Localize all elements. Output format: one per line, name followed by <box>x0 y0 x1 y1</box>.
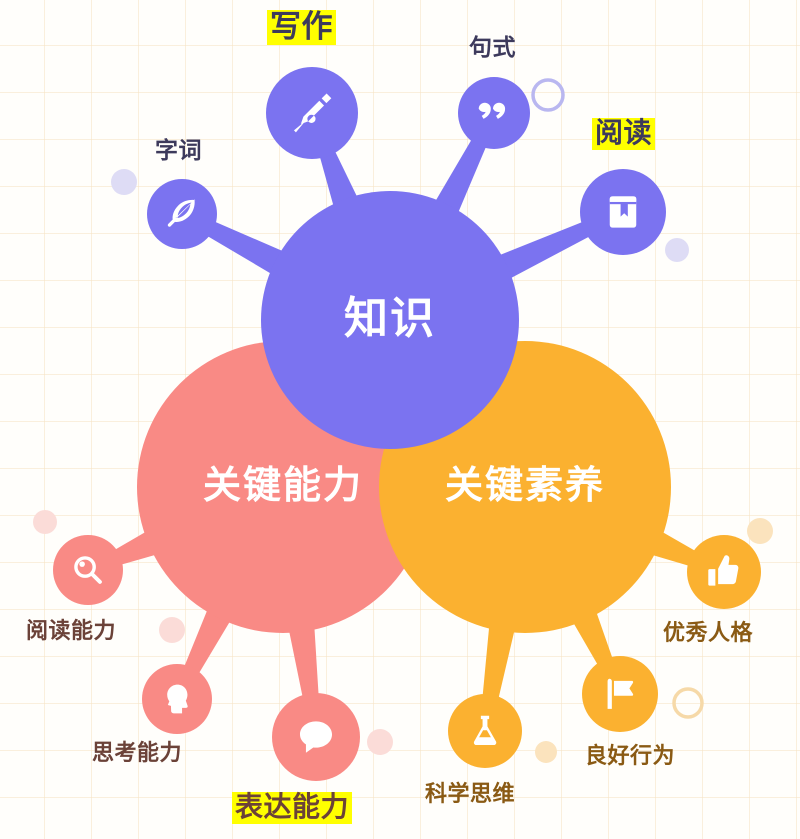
branch-label-head-profile: 思考能力 <box>92 740 183 765</box>
branch-node-magnifier[interactable] <box>53 535 123 605</box>
connector-knowledge-2 <box>433 138 487 216</box>
branch-node-feather[interactable] <box>147 179 217 249</box>
connector-knowledge-3 <box>496 221 591 281</box>
dot-purple-right <box>665 238 689 262</box>
dot-pink-left <box>33 510 57 534</box>
core-circle-knowledge[interactable] <box>261 191 519 449</box>
dot-pink-mid <box>159 617 185 643</box>
branch-label-feather: 字词 <box>155 137 202 163</box>
magnifier-icon <box>74 556 102 584</box>
branch-node-flask[interactable] <box>448 694 522 768</box>
icon-group <box>74 93 739 753</box>
ring-purple-top-right <box>531 78 565 112</box>
flask-icon <box>473 715 497 745</box>
branch-label-quote: 句式 <box>469 34 516 60</box>
core-label-knowledge: 知识 <box>344 294 436 343</box>
head-profile-icon <box>167 684 188 714</box>
connector-ability-1 <box>184 606 232 674</box>
connector-knowledge-1 <box>319 150 359 210</box>
dot-purple-left <box>111 169 137 195</box>
connector-group <box>114 138 696 699</box>
flag-icon <box>607 678 634 709</box>
circle-group <box>53 67 761 781</box>
dot-orange-right <box>747 518 773 544</box>
branch-node-quote[interactable] <box>458 77 530 149</box>
dot-orange-bottom <box>535 741 557 763</box>
branch-label-speech-bubble: 表达能力 <box>232 792 353 824</box>
branch-label-flask: 科学思维 <box>425 781 516 806</box>
branch-label-flag: 良好行为 <box>585 743 676 768</box>
core-label-literacy: 关键素养 <box>444 465 605 507</box>
book-icon <box>609 196 637 228</box>
speech-bubble-icon <box>299 721 333 753</box>
connector-literacy-0 <box>482 623 516 699</box>
connector-ability-2 <box>288 624 319 698</box>
core-label-ability: 关键能力 <box>202 465 363 507</box>
branch-label-thumbs-up: 优秀人格 <box>663 620 754 645</box>
quote-icon <box>478 102 506 119</box>
pen-nib-icon <box>293 93 332 133</box>
branch-label-magnifier: 阅读能力 <box>26 618 117 643</box>
connector-literacy-1 <box>571 608 613 666</box>
ring-orange-bottom-right <box>672 687 704 719</box>
feather-icon <box>167 199 196 227</box>
dot-pink-bottom <box>367 729 393 755</box>
decoration-group <box>33 78 773 763</box>
branch-label-pen-nib: 写作 <box>267 10 336 45</box>
thumbs-up-icon <box>708 555 739 586</box>
branch-label-book: 阅读 <box>592 118 656 150</box>
connector-knowledge-0 <box>206 221 287 276</box>
